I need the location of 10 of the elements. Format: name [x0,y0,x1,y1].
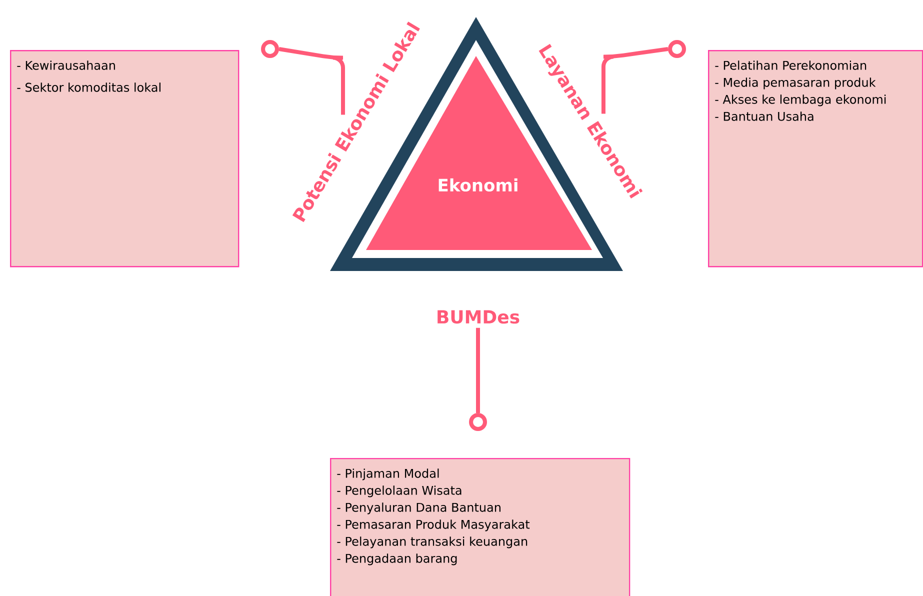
pin-connector [601,47,668,114]
pin-circle [668,40,686,58]
text-box: - Kewirausahaan - Sektor komoditas lokal [10,50,240,268]
pin-circle [469,412,487,431]
pin-circle [261,40,279,58]
side-label: BUMDes [438,310,520,324]
text-box: - Pinjaman Modal - Pengelolaan Wisata - Penyaluran Dana Bantuan - Pemasaran Produk Masyarakat - Pelayanan transaksi keuangan - Pengadaan barang [330,458,630,596]
pin-connector [476,328,480,413]
pin-connector [278,47,345,115]
text-box: - Pelatihan Perekonomian - Media pemasaran produk - Akses ke lembaga ekonomi - Bantuan Usaha [708,50,923,268]
